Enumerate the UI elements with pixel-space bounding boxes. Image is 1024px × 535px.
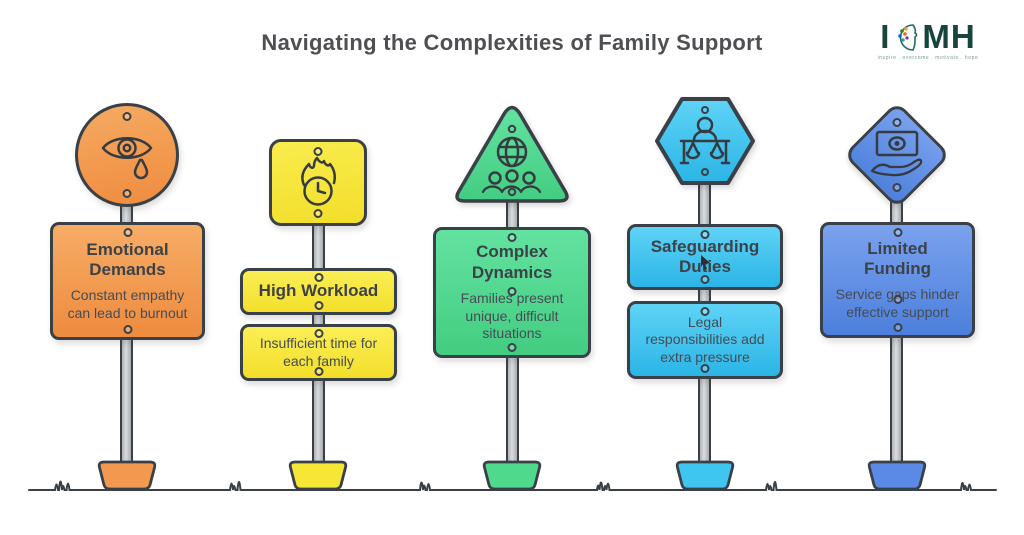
rivet (893, 295, 902, 304)
panel-heading: Limited Funding (863, 238, 932, 278)
circle-sign (75, 103, 179, 207)
panel-heading: High Workload (258, 281, 379, 301)
rivet (507, 287, 517, 296)
sign-base (675, 460, 735, 491)
panel-heading: Complex Dynamics (471, 242, 553, 282)
rivet (314, 273, 323, 282)
person-scales-icon (679, 116, 731, 165)
panel-subtext: Service gaps hinder effective support (835, 286, 960, 320)
rivet (507, 343, 517, 352)
globe-people-icon (481, 136, 542, 194)
high-workload-panel: High Workload (240, 268, 397, 315)
rivet (893, 323, 902, 332)
panel-subtext: Legal responsibilities add extra pressur… (645, 313, 765, 365)
rivet (123, 325, 132, 334)
emotional-demands-panel: Emotional Demands Constant empathy can l… (50, 222, 205, 340)
mouse-cursor (701, 255, 710, 270)
rivet (313, 147, 323, 156)
square-sign (269, 139, 367, 226)
rivet (313, 209, 323, 218)
rivet (122, 112, 132, 121)
high-workload-subpanel: Insufficient time for each family (240, 324, 397, 381)
complex-dynamics-panel: Complex Dynamics Families present unique… (433, 227, 591, 358)
rivet (700, 307, 710, 316)
panel-subtext: Insufficient time for each family (259, 335, 378, 369)
rivet (314, 329, 323, 338)
rivet (700, 275, 710, 284)
limited-funding-panel: Limited Funding Service gaps hinder effe… (820, 222, 975, 338)
panel-subtext: Families present unique, difficult situa… (460, 290, 564, 342)
sign-base (867, 460, 927, 491)
sign-base (288, 460, 348, 491)
rivet (892, 183, 902, 192)
rivet (700, 364, 710, 373)
sign-base (482, 460, 542, 491)
triangle-sign (455, 105, 569, 203)
crying-eye-icon (101, 137, 153, 180)
rivet (123, 228, 132, 237)
money-hand-icon (870, 130, 923, 177)
safeguarding-duties-panel: Safeguarding Duties (627, 224, 783, 290)
sign-base (97, 460, 157, 491)
ground-line (28, 480, 997, 491)
rivet (893, 228, 902, 237)
rivet (700, 230, 710, 239)
head-brain-icon (898, 23, 918, 51)
iomh-logo: I MH inspire . overcome . motivate . hop… (858, 20, 998, 61)
rivet (892, 118, 902, 127)
logo-tagline: inspire . overcome . motivate . hope (877, 55, 979, 61)
panel-subtext: Constant empathy can lead to burnout (67, 287, 188, 321)
logo-letter-i: I (880, 18, 891, 55)
rivet (507, 233, 517, 242)
diamond-sign (842, 100, 952, 210)
safeguarding-duties-subpanel: Legal responsibilities add extra pressur… (627, 301, 783, 379)
panel-heading: Emotional Demands (86, 239, 169, 279)
rivet (314, 367, 323, 376)
logo-letters-mh: MH (922, 18, 976, 55)
rivet (314, 301, 323, 310)
page-title: Navigating the Complexities of Family Su… (261, 30, 763, 55)
burning-clock-icon (301, 156, 337, 206)
rivet (122, 189, 132, 198)
hexagon-sign (655, 97, 755, 185)
